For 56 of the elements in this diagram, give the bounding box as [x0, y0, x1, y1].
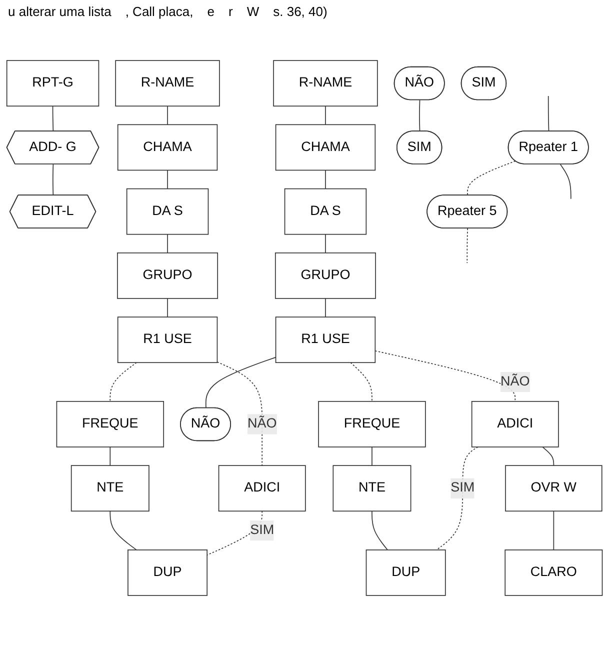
connector	[205, 356, 276, 409]
edge-label: SIM	[250, 522, 274, 538]
node-box: ADICI	[218, 465, 306, 512]
node-box: CHAMA	[275, 124, 376, 171]
node-box: GRUPO	[117, 252, 218, 299]
node-box: R1 USE	[275, 316, 376, 364]
connector	[542, 446, 554, 466]
connector	[419, 100, 420, 132]
connector	[374, 350, 516, 402]
node-box: DA S	[126, 188, 209, 235]
connector	[110, 362, 137, 402]
note-text: , Call placa,	[125, 4, 194, 19]
node-box: R1 USE	[117, 316, 218, 364]
node-box: R-NAME	[273, 60, 378, 106]
node-box: OVR W	[505, 465, 602, 512]
node-box: NTE	[70, 465, 150, 512]
connector	[560, 164, 572, 200]
connector	[325, 298, 326, 318]
connector	[110, 446, 111, 466]
edge-label: NÃO	[247, 416, 277, 431]
connector	[325, 106, 326, 126]
note-text: u alterar uma lista	[8, 4, 112, 19]
node-box: FREQUE	[56, 400, 164, 448]
node-box: DUP	[366, 550, 446, 596]
note-text: e	[207, 4, 214, 19]
note-text: W	[246, 4, 260, 19]
node-box: R-NAME	[115, 60, 220, 106]
node-box: FREQUE	[318, 400, 426, 448]
connector	[553, 510, 554, 550]
connector	[372, 510, 388, 550]
note-text: s. 36, 40)	[273, 4, 328, 19]
connector	[467, 160, 516, 196]
connector	[350, 362, 372, 402]
connector	[52, 164, 54, 196]
connector	[548, 96, 550, 132]
node-box: DA S	[284, 188, 367, 235]
connector	[52, 106, 54, 132]
node-box: RPT-G	[6, 60, 100, 106]
edge-label: NÃO	[500, 374, 530, 389]
connector	[325, 234, 326, 254]
connector	[167, 298, 168, 318]
node-box: ADICI	[471, 400, 559, 448]
node-box: GRUPO	[274, 252, 376, 299]
node-box: DUP	[128, 550, 208, 596]
edge-label: SIM	[450, 480, 475, 496]
connector	[167, 106, 168, 126]
note-text: r	[228, 4, 233, 19]
connector	[110, 510, 137, 550]
connector	[325, 170, 326, 190]
connector	[167, 170, 168, 190]
connector	[167, 234, 168, 254]
node-box: NTE	[332, 465, 412, 512]
node-box: CHAMA	[117, 124, 218, 171]
connector	[466, 228, 468, 264]
connector	[436, 446, 478, 550]
node-box: CLARO	[504, 550, 603, 596]
